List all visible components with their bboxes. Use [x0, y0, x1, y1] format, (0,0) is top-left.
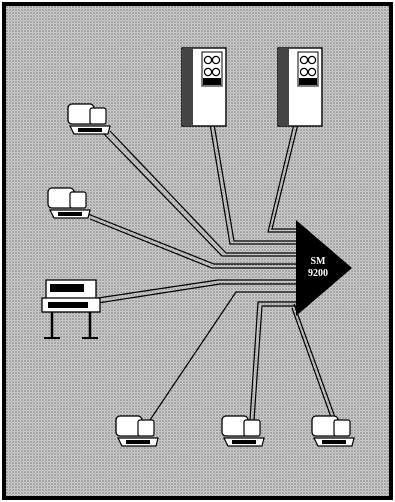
hub-label-line1: SM: [311, 256, 327, 267]
hub-label-line2: 9200: [308, 268, 328, 279]
terminal-icon: [116, 416, 158, 446]
terminal-icon: [48, 188, 90, 218]
terminal-icon: [222, 416, 264, 446]
terminal-icon: [68, 104, 110, 134]
storage-cabinet-icon: [182, 48, 226, 126]
storage-cabinet-icon: [278, 48, 322, 126]
terminal-icon: [312, 416, 354, 446]
